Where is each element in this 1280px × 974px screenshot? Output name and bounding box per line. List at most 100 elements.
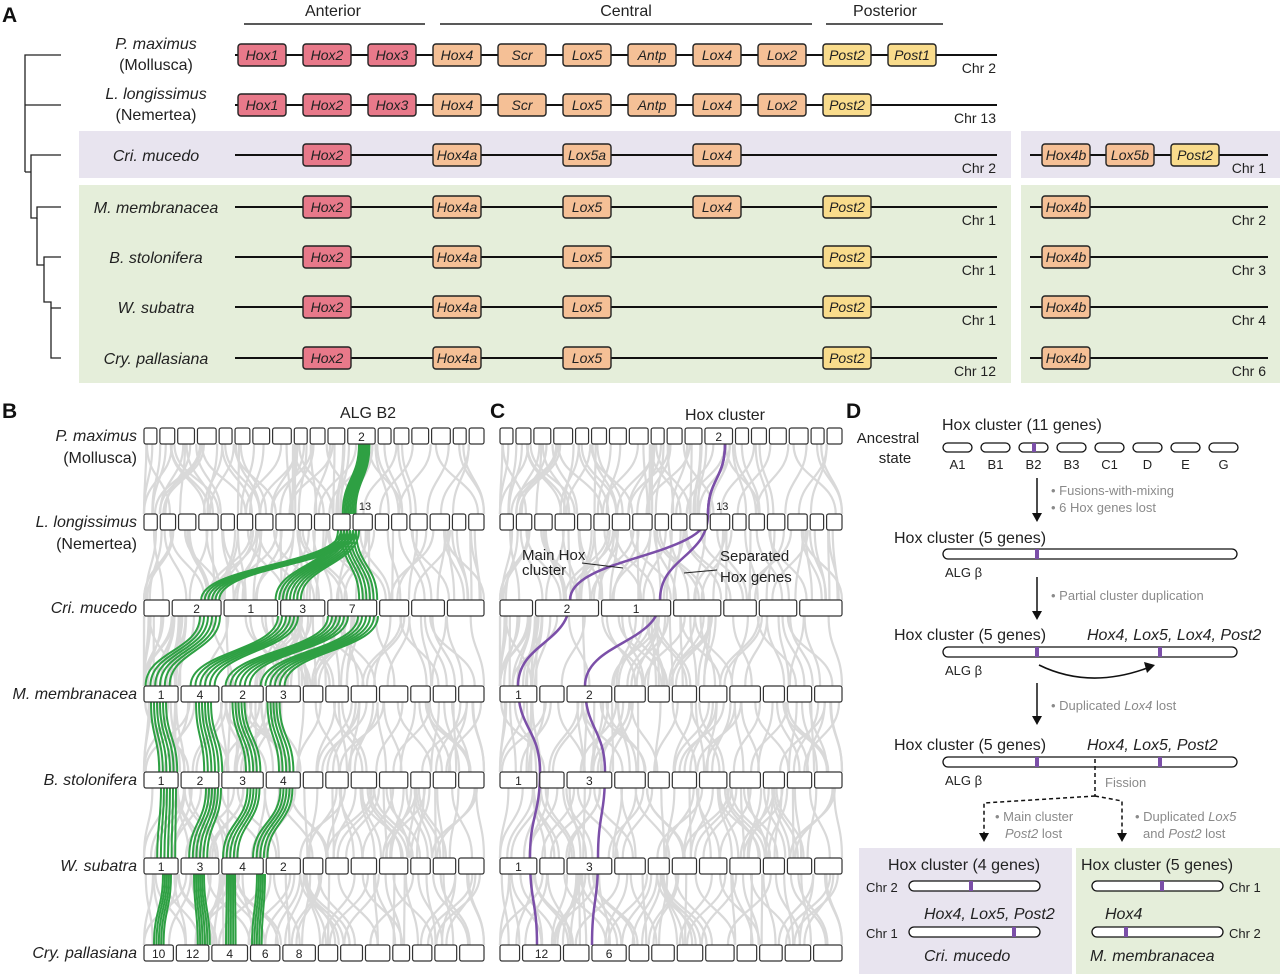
grey-link bbox=[221, 529, 235, 601]
chromosome-block bbox=[499, 685, 538, 703]
grey-link bbox=[833, 787, 844, 859]
gene-box bbox=[822, 43, 872, 67]
gene-label: Lox4 bbox=[702, 147, 733, 163]
chromosome-block bbox=[302, 771, 324, 789]
grey-link bbox=[439, 873, 471, 946]
chromosome-block bbox=[378, 857, 409, 875]
main-hox-label-2: cluster bbox=[522, 562, 566, 579]
chromosome-block bbox=[352, 513, 373, 531]
green-link bbox=[236, 787, 261, 859]
grey-link bbox=[405, 787, 429, 859]
green-link bbox=[204, 615, 291, 687]
chromosome-block bbox=[729, 771, 761, 789]
green-link bbox=[225, 873, 228, 946]
grey-link bbox=[579, 873, 619, 946]
grey-link bbox=[172, 787, 193, 859]
green-link bbox=[225, 787, 252, 859]
chromosome-block bbox=[325, 857, 349, 875]
grey-link bbox=[408, 615, 428, 687]
gene-box bbox=[822, 93, 872, 117]
gene-label: Hox4b bbox=[1046, 299, 1087, 315]
grey-link bbox=[731, 443, 748, 515]
grey-link bbox=[771, 529, 809, 601]
grey-link bbox=[391, 529, 395, 601]
gene-label: Post2 bbox=[829, 97, 865, 113]
green-link bbox=[198, 701, 209, 773]
green-link bbox=[234, 873, 237, 946]
grey-link bbox=[621, 787, 654, 859]
chromosome-block bbox=[411, 599, 446, 617]
species-name: L. longissimus bbox=[105, 86, 206, 103]
grey-link bbox=[800, 529, 823, 601]
grey-link bbox=[385, 787, 422, 859]
grey-link bbox=[616, 701, 638, 773]
grey-link bbox=[514, 443, 559, 515]
grey-link bbox=[559, 443, 580, 515]
grey-link bbox=[742, 787, 779, 859]
grey-link bbox=[185, 443, 215, 515]
gene-label: Lox5 bbox=[572, 199, 603, 215]
chromosome-block bbox=[759, 944, 783, 962]
grey-link bbox=[702, 787, 738, 859]
grey-link bbox=[786, 615, 834, 687]
chromosome-block bbox=[175, 944, 210, 962]
gene-box bbox=[757, 43, 807, 67]
grey-link bbox=[332, 787, 357, 859]
clade-name: (Mollusca) bbox=[63, 450, 137, 467]
grey-link bbox=[561, 529, 579, 601]
gene-box bbox=[562, 143, 612, 167]
chromosome-number: 10 bbox=[152, 947, 166, 961]
gene-box bbox=[692, 93, 742, 117]
second-chromosome-label: Chr 6 bbox=[1232, 363, 1266, 379]
chromosome-block bbox=[593, 513, 610, 531]
chromosome-block bbox=[670, 513, 688, 531]
grey-link bbox=[664, 787, 695, 859]
chromosome-block bbox=[411, 944, 433, 962]
chromosome-block bbox=[434, 944, 458, 962]
green-link bbox=[197, 873, 204, 946]
chromosome-block bbox=[350, 685, 378, 703]
grey-link bbox=[654, 701, 662, 773]
green-link bbox=[227, 873, 230, 946]
chromosome-block bbox=[143, 513, 158, 531]
grey-link bbox=[236, 443, 241, 515]
step3-note: • Duplicated Lox4 lost bbox=[1051, 698, 1177, 713]
grey-link bbox=[178, 443, 187, 515]
grey-link bbox=[541, 443, 571, 515]
gene-box bbox=[1041, 346, 1091, 370]
grey-link bbox=[703, 615, 712, 687]
grey-link bbox=[659, 873, 702, 946]
stage2-chromosome bbox=[942, 548, 1238, 560]
green-link bbox=[347, 443, 365, 515]
grey-link bbox=[827, 615, 844, 687]
grey-link bbox=[830, 701, 844, 773]
chromosome-block bbox=[327, 599, 378, 617]
grey-link bbox=[142, 787, 154, 859]
green-link bbox=[159, 701, 171, 773]
grey-link bbox=[345, 615, 355, 687]
gene-box bbox=[692, 143, 742, 167]
gene-label: Lox5a bbox=[568, 147, 606, 163]
grey-link bbox=[670, 443, 689, 515]
chromosome-block bbox=[221, 685, 264, 703]
chromosome-block bbox=[499, 857, 538, 875]
chromosome-block bbox=[787, 513, 808, 531]
grey-link bbox=[144, 873, 154, 946]
grey-link bbox=[525, 701, 538, 773]
green-link bbox=[278, 701, 295, 773]
grey-link bbox=[810, 701, 816, 773]
grey-link bbox=[552, 873, 587, 946]
grey-link bbox=[617, 615, 663, 687]
grey-link bbox=[532, 787, 561, 859]
stage4-alg-label: ALG β bbox=[945, 773, 982, 788]
chromosome-block bbox=[600, 599, 672, 617]
chromosome-block bbox=[748, 513, 766, 531]
green-link bbox=[343, 529, 364, 601]
chromosome-block bbox=[591, 944, 627, 962]
gene-label: Hox2 bbox=[311, 147, 344, 163]
alg-chromosome bbox=[1094, 442, 1125, 453]
grey-link bbox=[601, 443, 640, 515]
green-link bbox=[159, 615, 213, 687]
